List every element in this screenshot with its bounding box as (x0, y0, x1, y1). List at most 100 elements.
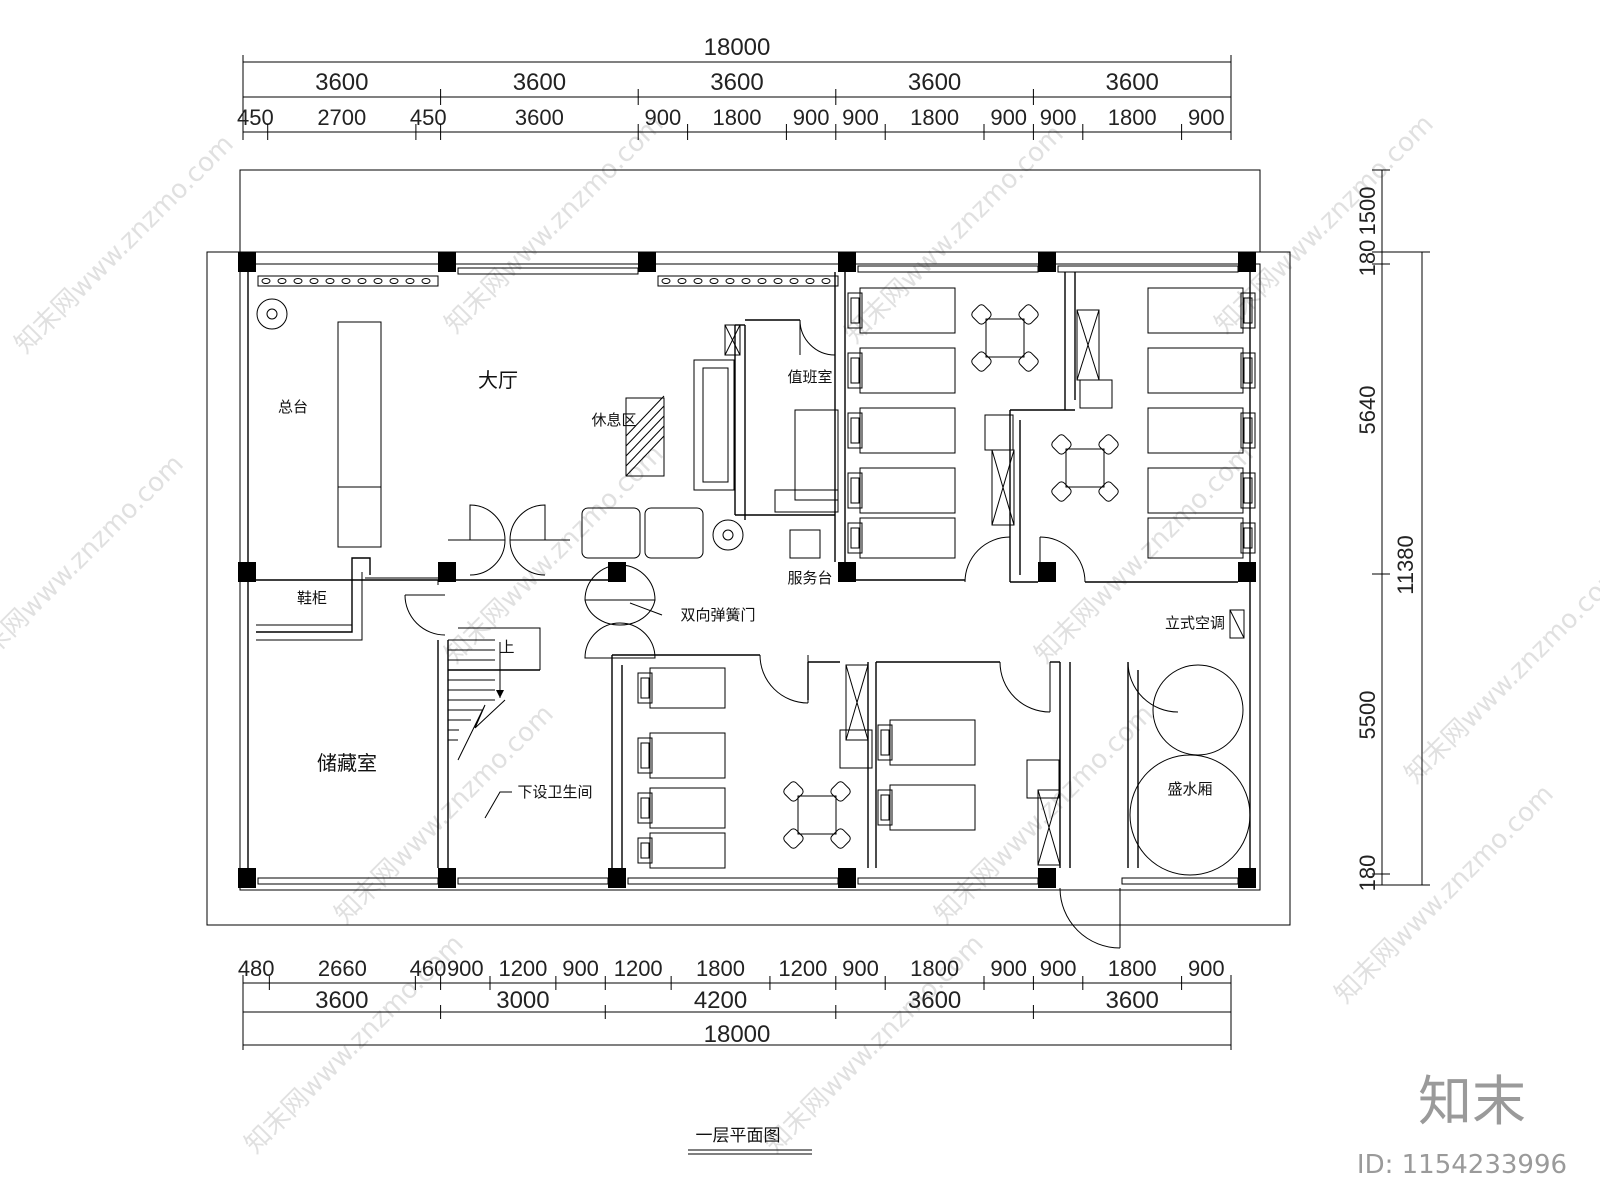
storage-label: 储藏室 (317, 751, 377, 775)
structural-columns (238, 252, 1256, 888)
rest-area-label: 休息区 (591, 411, 636, 429)
stair-up-label: 上 (499, 638, 514, 656)
toilet-leader (484, 791, 512, 819)
dimension-label: 3600 (908, 987, 961, 1014)
bed (877, 784, 976, 831)
dimension-label: 450 (410, 105, 447, 130)
watermark-text: 知末网www.znzmo.com (9, 129, 240, 360)
bed (847, 517, 956, 559)
bed (877, 719, 976, 766)
bed (1147, 407, 1256, 454)
dimension-label: 1800 (910, 105, 959, 130)
hall-furniture (256, 298, 744, 559)
dimension-label: 1200 (498, 956, 547, 981)
watermark-text: 知末网www.znzmo.com (0, 449, 190, 680)
interior-walls (256, 272, 1238, 868)
bed (1147, 467, 1256, 514)
dimension-label: 3600 (1106, 69, 1159, 96)
bed (1147, 517, 1256, 559)
dimension-label: 1800 (1108, 956, 1157, 981)
watermark-text: 知末网www.znzmo.com (1029, 439, 1260, 670)
dimension-label: 1800 (713, 105, 762, 130)
dimension-label: 900 (447, 956, 484, 981)
table-with-chairs (1051, 434, 1119, 502)
dimension-label: 900 (1188, 105, 1225, 130)
dimension-label: 900 (990, 956, 1027, 981)
dimension-label: 11380 (1393, 535, 1418, 595)
dimension-label: 1200 (778, 956, 827, 981)
standing-ac-label: 立式空调 (1165, 614, 1225, 632)
water-tank-label: 盛水厢 (1167, 780, 1212, 798)
dimension-label: 3600 (515, 105, 564, 130)
top-total-dimension: 18000 (704, 34, 771, 61)
bed (637, 787, 726, 829)
top-row2-dimensions: 450 2700 450 3600 900 1800 900 900 1800 900 900 180… (237, 105, 1232, 140)
dimension-label: 1800 (1108, 105, 1157, 130)
bottom-windows (257, 877, 1239, 885)
dimension-label: 450 (237, 105, 274, 130)
dimension-label: 1800 (696, 956, 745, 981)
double-door-leader (629, 602, 663, 616)
watermark-id: ID: 1154233996 (1357, 1150, 1567, 1180)
dimension-label: 180 (1355, 855, 1380, 892)
shoe-cabinet-label: 鞋柜 (297, 589, 327, 607)
dimension-label: 900 (562, 956, 599, 981)
dimension-label: 3600 (710, 69, 763, 96)
hall-label: 大厅 (478, 368, 518, 392)
dimension-label: 1500 (1355, 187, 1380, 236)
bottom-total-dimension: 18000 (704, 1021, 771, 1048)
dimension-label: 3600 (513, 69, 566, 96)
toilet-below-label: 下设卫生间 (517, 783, 592, 801)
top-row1-dimensions: 3600 3600 3600 3600 3600 (242, 69, 1232, 105)
watermark-logo: 知末 (1418, 1070, 1526, 1133)
dimension-label: 1800 (910, 956, 959, 981)
bed (847, 287, 956, 334)
dimension-label: 3600 (315, 69, 368, 96)
drawing-title: 一层平面图 (696, 1126, 781, 1146)
front-desk-label: 总台 (278, 398, 308, 416)
watermark-text: 知末网www.znzmo.com (929, 699, 1160, 930)
beds (637, 287, 1256, 869)
top-windows (257, 265, 1239, 287)
table-with-chairs (783, 781, 851, 849)
wardrobes (845, 309, 1245, 866)
watermark-text: 知末网www.znzmo.com (839, 119, 1070, 350)
dimension-label: 4200 (694, 987, 747, 1014)
bed (847, 347, 956, 394)
dimension-label: 3000 (496, 987, 549, 1014)
tv-units (839, 379, 1113, 799)
dimension-label: 3600 (315, 987, 368, 1014)
service-desk-label: 服务台 (787, 569, 832, 587)
right-dimension-lines (1372, 169, 1430, 886)
dimension-label: 900 (1040, 105, 1077, 130)
bed (1147, 287, 1256, 334)
dimension-label: 900 (842, 105, 879, 130)
bed (847, 467, 956, 514)
dimension-label: 900 (990, 105, 1027, 130)
bed (637, 832, 726, 869)
dimension-label: 2660 (318, 956, 367, 981)
watermark-text: 知末网www.znzmo.com (439, 439, 670, 670)
bed (1147, 347, 1256, 394)
table-with-chairs (971, 304, 1039, 372)
staircase (448, 627, 541, 761)
dimension-label: 900 (842, 956, 879, 981)
dimension-label: 180 (1355, 240, 1380, 277)
watermark-text: 知末网www.znzmo.com (329, 699, 560, 930)
watermark-text: 知末网www.znzmo.com (439, 109, 670, 340)
dimension-label: 2700 (317, 105, 366, 130)
tables-with-chairs (783, 304, 1119, 849)
dimension-label: 900 (1188, 956, 1225, 981)
dimension-label: 3600 (908, 69, 961, 96)
watermark-text: 知末网www.znzmo.com (1399, 559, 1600, 790)
dimension-label: 5640 (1355, 386, 1380, 435)
bed (637, 667, 726, 709)
dimension-label: 900 (645, 105, 682, 130)
dimension-label: 1200 (614, 956, 663, 981)
water-tanks (1129, 664, 1251, 876)
doors (404, 319, 1179, 949)
